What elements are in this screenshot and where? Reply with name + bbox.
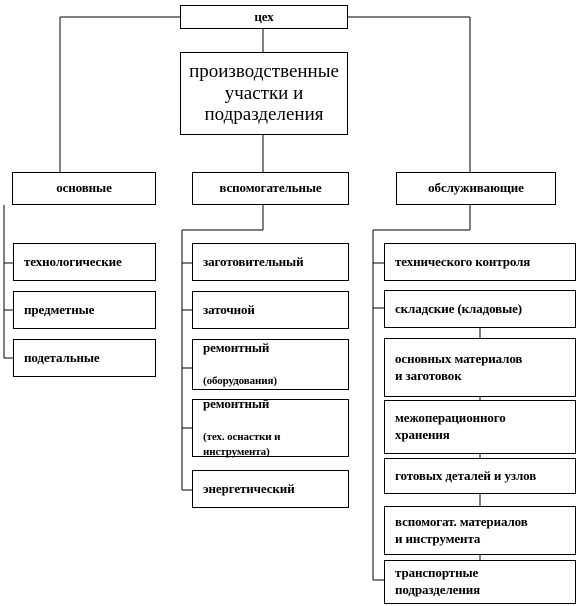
aux-item-label: ремонтный [203,396,270,412]
aux-item-energy: энергетический [192,470,349,508]
aux-category-label: вспомогательные [219,180,322,196]
service-item-warehouses: складские (кладовые) [384,290,576,328]
service-category-box: обслуживающие [396,172,556,205]
workshop-label: цех [254,8,274,24]
main-item-subject: предметные [13,291,156,329]
aux-item-repair-equipment: ремонтный (оборудования) [192,339,349,390]
aux-item-note: (тех. оснастки и инструмента) [203,431,281,458]
aux-item-label: ремонтный [203,340,270,356]
service-item-interoperation-storage: межоперационного хранения [384,400,576,454]
main-item-label: предметные [24,301,95,317]
main-item-label: технологические [24,253,122,269]
service-item-label: межоперационного хранения [395,410,506,442]
aux-item-label: энергетический [203,480,295,496]
aux-item-procurement: заготовительный [192,243,349,281]
service-item-label: вспомогат. материалов и инструмента [395,513,528,546]
aux-item-label: заготовительный [203,253,304,269]
service-category-label: обслуживающие [428,180,524,196]
service-item-label: складские (кладовые) [395,300,523,316]
service-item-label: основных материалов и заготовок [395,350,523,383]
service-item-finished-parts: готовых деталей и узлов [384,458,576,494]
aux-item-repair-tooling: ремонтный (тех. оснастки и инструмента) [192,396,349,458]
main-category-box: основные [12,172,156,205]
workshop-box: цех [180,5,348,29]
service-item-raw-materials: основных материалов и заготовок [384,338,576,397]
aux-item-sharpening: заточной [192,291,349,329]
main-category-label: основные [56,180,112,196]
main-item-technological: технологические [13,243,156,281]
service-item-label: готовых деталей и узлов [395,467,537,483]
service-item-label: технического контроля [395,253,531,269]
production-units-box: производственные участки и подразделения [180,52,348,135]
service-item-quality-control: технического контроля [384,243,576,281]
main-item-label: подетальные [24,349,100,365]
service-item-label: транспортные подразделения [395,565,481,597]
production-units-label: производственные участки и подразделения [189,60,339,126]
service-item-aux-materials: вспомогат. материалов и инструмента [384,506,576,555]
aux-item-label: заточной [203,301,255,317]
main-item-detail: подетальные [13,339,156,377]
aux-category-box: вспомогательные [192,172,349,205]
service-item-transport: транспортные подразделения [384,560,576,604]
aux-item-note: (оборудования) [203,374,277,387]
